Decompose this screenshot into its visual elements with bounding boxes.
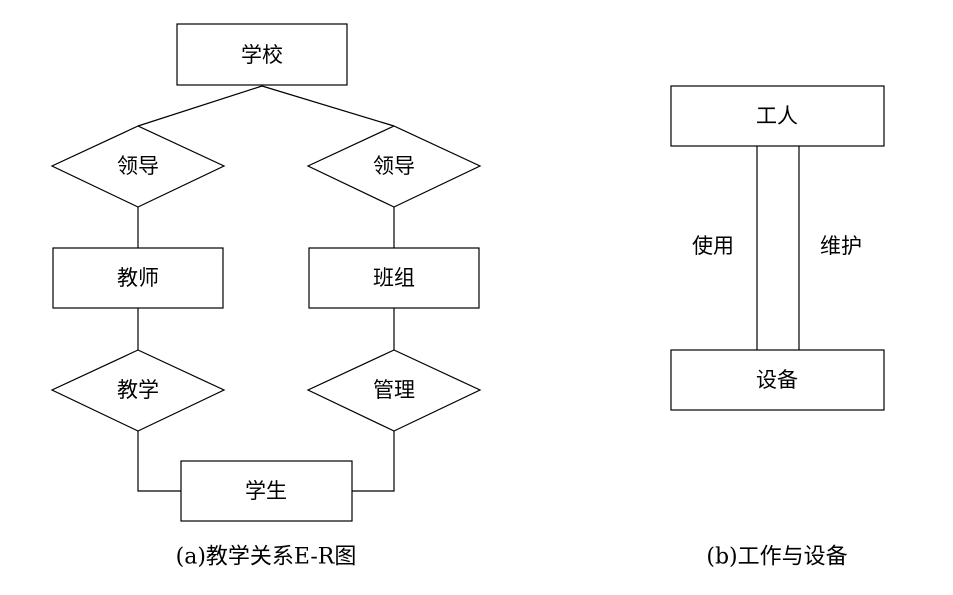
entity-equipment-label: 设备: [756, 368, 798, 392]
diagram-a-connectors: [137, 85, 395, 492]
entity-equipment: 设备: [670, 349, 885, 411]
entity-worker-label: 工人: [756, 104, 798, 128]
relationship-manage-label: 管理: [373, 378, 415, 402]
relationship-teach-label: 教学: [117, 378, 159, 402]
entity-worker: 工人: [670, 85, 885, 147]
edge-school-lead-left: [137, 85, 263, 127]
entity-student: 学生: [180, 460, 353, 522]
edge-manage-student: [352, 431, 395, 492]
entity-teacher: 教师: [52, 247, 224, 309]
entity-student-label: 学生: [245, 479, 287, 503]
caption-diagram-b: (b)工作与设备: [706, 545, 847, 570]
relationship-lead-left-label: 领导: [117, 154, 159, 178]
entity-school-label: 学校: [241, 43, 283, 67]
entity-school: 学校: [176, 23, 348, 86]
caption-diagram-a: (a)教学关系E-R图: [176, 545, 357, 570]
relationship-use-label: 使用: [692, 234, 734, 258]
entity-team: 班组: [308, 247, 480, 309]
relationship-maintain-label: 维护: [820, 234, 862, 258]
relationship-lead-right: 领导: [306, 125, 482, 208]
diagram-b-connectors: [756, 146, 800, 350]
relationship-lead-right-label: 领导: [373, 154, 415, 178]
relationship-teach: 教学: [50, 349, 226, 432]
edge-school-lead-right: [261, 85, 395, 127]
entity-team-label: 班组: [373, 266, 415, 290]
relationship-manage: 管理: [306, 349, 482, 432]
entity-teacher-label: 教师: [117, 266, 159, 290]
edge-teach-student: [137, 431, 181, 492]
relationship-lead-left: 领导: [50, 125, 226, 208]
